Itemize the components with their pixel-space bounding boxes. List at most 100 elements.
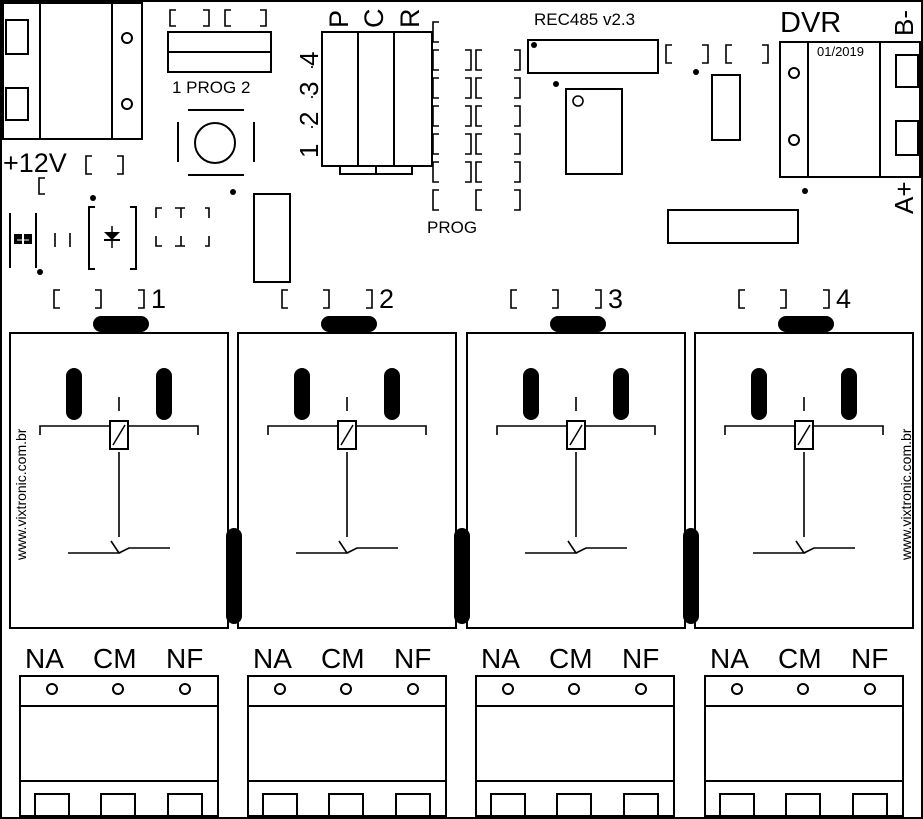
relay-slot-right <box>841 368 857 420</box>
terminal-wire-entry <box>785 793 821 817</box>
terminal-label-cm: CM <box>778 643 822 674</box>
website-label-left: www.vixtronic.com.br <box>13 428 29 561</box>
diode-d1 <box>9 213 37 268</box>
prog-header-label: 1 PROG 2 <box>172 78 250 97</box>
terminal-wire-entry <box>852 793 888 817</box>
terminal-label-nf: NF <box>394 643 431 674</box>
relay-channel-1: 1NA CM NF <box>9 284 242 817</box>
terminal-label-na: NA <box>25 643 64 674</box>
module-chip <box>565 88 623 175</box>
relay-slot-left <box>751 368 767 420</box>
relay-channel-3: 3NA CM NF <box>466 284 699 817</box>
pcr-number-3: 3 <box>294 82 324 96</box>
terminal-screw-hole <box>407 683 419 695</box>
prog-header-pads <box>169 9 267 27</box>
relay-body <box>237 332 457 629</box>
terminal-label-na: NA <box>710 643 749 674</box>
relay-pads <box>281 289 373 309</box>
relay-body <box>9 332 229 629</box>
terminal-label-na: NA <box>253 643 292 674</box>
resistor-bar <box>667 209 799 244</box>
terminal-wire-entry <box>262 793 298 817</box>
dvr-pin-b-label: B- <box>889 10 919 36</box>
terminal-label-cm: CM <box>321 643 365 674</box>
prog-push-button <box>177 109 255 176</box>
terminal-screw-hole <box>568 683 580 695</box>
terminal-screw-hole <box>731 683 743 695</box>
relay-body <box>694 332 914 629</box>
terminal-label-cm: CM <box>549 643 593 674</box>
terminal-screw-hole <box>340 683 352 695</box>
terminal-label-nf: NF <box>166 643 203 674</box>
capacitor <box>711 74 741 141</box>
terminal-wire-entry <box>556 793 592 817</box>
terminal-label-cm: CM <box>93 643 137 674</box>
relay-pads <box>738 289 830 309</box>
terminal-wire-entry <box>395 793 431 817</box>
terminal-screw-hole <box>46 683 58 695</box>
terminal-screw-hole <box>179 683 191 695</box>
terminal-wire-entry <box>100 793 136 817</box>
power-terminal-block <box>2 2 143 140</box>
prog-pins-label: PROG <box>427 218 477 237</box>
pcr-number-1: 1 <box>294 144 324 158</box>
pcr-letter-r: R <box>395 9 425 29</box>
diode-d2 <box>88 206 137 270</box>
pcr-letter-c: C <box>359 9 389 29</box>
terminal-screw-hole <box>635 683 647 695</box>
power-label: +12V <box>3 148 67 178</box>
terminal-wire-entry <box>328 793 364 817</box>
terminal-wire-entry <box>623 793 659 817</box>
pcr-number-2: 2 <box>294 112 324 126</box>
terminal-wire-entry <box>490 793 526 817</box>
terminal-label-nf: NF <box>622 643 659 674</box>
terminal-screw-hole <box>112 683 124 695</box>
terminal-screw-hole <box>274 683 286 695</box>
terminal-wire-entry <box>34 793 70 817</box>
dvr-terminal-block <box>779 41 921 178</box>
relay-slot-right <box>384 368 400 420</box>
relay-top-slot <box>93 316 149 332</box>
relay-slot-left <box>294 368 310 420</box>
relay-side-slot <box>226 528 242 624</box>
relay-switch <box>525 452 627 554</box>
terminal-screw-hole <box>797 683 809 695</box>
relay-slot-right <box>156 368 172 420</box>
relay-channel-2: 2NA CM NF <box>237 284 470 817</box>
module-label: REC485 v2.3 <box>534 10 635 29</box>
prog-pin-column <box>432 21 521 211</box>
relay-slot-left <box>523 368 539 420</box>
relay-number: 2 <box>379 284 394 314</box>
terminal-screw-hole <box>864 683 876 695</box>
resistor-r1 <box>253 193 291 283</box>
relay-switch <box>296 452 398 554</box>
pcr-connector <box>321 31 433 175</box>
terminal-wire-entry <box>167 793 203 817</box>
relay-top-slot <box>321 316 377 332</box>
relay-terminal-block <box>475 675 675 817</box>
terminal-label-na: NA <box>481 643 520 674</box>
relay-terminal-block <box>247 675 447 817</box>
pcr-letter-p: P <box>324 10 354 28</box>
relay-switch <box>753 452 855 554</box>
relay-pads <box>53 289 145 309</box>
relay-number: 3 <box>608 284 623 314</box>
terminal-wire-entry <box>719 793 755 817</box>
relay-slot-left <box>66 368 82 420</box>
terminal-label-nf: NF <box>851 643 888 674</box>
relay-pads <box>510 289 602 309</box>
dvr-date: 01/2019 <box>817 44 864 59</box>
terminal-screw-hole <box>502 683 514 695</box>
relay-number: 1 <box>151 284 166 314</box>
relay-top-slot <box>778 316 834 332</box>
dvr-pin-a-label: A+ <box>889 181 919 214</box>
dvr-title: DVR <box>780 7 841 39</box>
relay-body <box>466 332 686 629</box>
relay-terminal-block <box>704 675 904 817</box>
relay-switch <box>68 452 170 554</box>
relay-side-slot <box>683 528 699 624</box>
